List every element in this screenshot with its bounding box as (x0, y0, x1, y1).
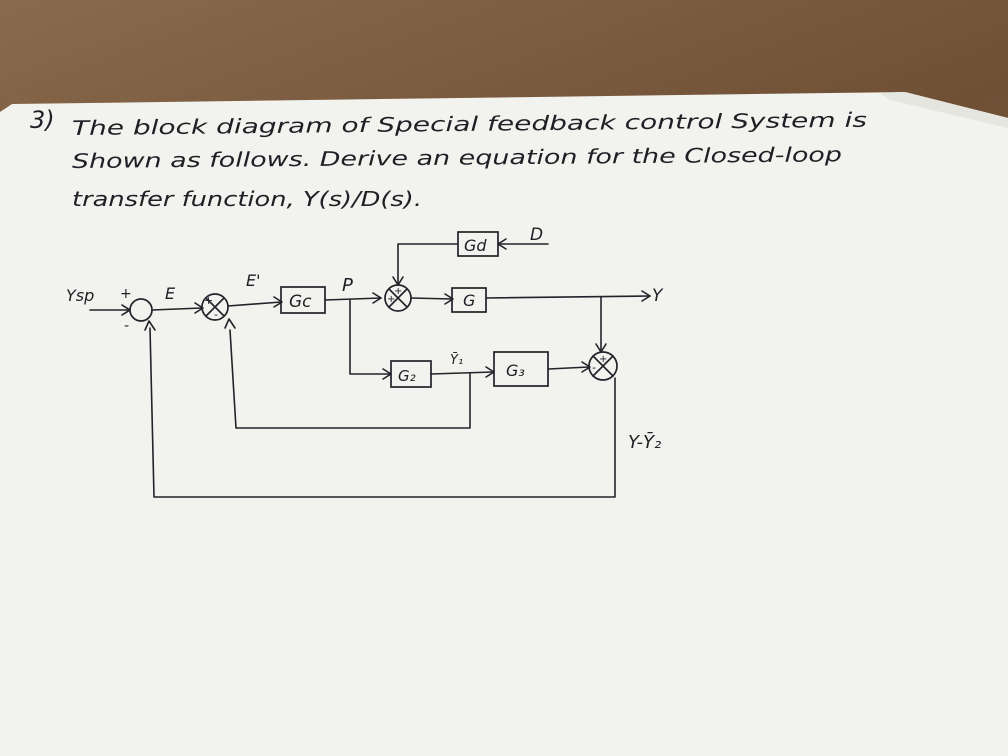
sum2-plus-sign: + (204, 294, 213, 307)
input-label-ysp: Ysp (66, 286, 94, 305)
gd-output-wire (397, 243, 459, 285)
block-diagram: Ysp + - E + - E' Gc P D Gd (66, 225, 664, 498)
y1-wire (430, 371, 494, 375)
block-g3-label: G₃ (506, 361, 525, 380)
sum1-minus-sign: - (124, 318, 129, 334)
sum2-minus-sign: - (214, 308, 218, 321)
outer-feedback-wire (149, 327, 616, 498)
sum4-left-sign: - (592, 361, 596, 374)
block-g2-label: G₂ (398, 367, 416, 385)
error2-wire (227, 301, 282, 307)
difference-label: Y-Ȳ₂ (628, 431, 661, 453)
disturbance-block-label: Gd (464, 236, 487, 255)
error2-label: E' (246, 271, 261, 290)
summing-junction-4 (588, 351, 618, 381)
sum3-top-sign: + (394, 286, 402, 297)
g3-output-wire (547, 366, 590, 370)
inner-feedback-wire (229, 329, 471, 429)
output-wire (485, 295, 651, 299)
sum1-plus-sign: + (120, 286, 132, 302)
p-signal-label: P (342, 275, 353, 296)
process-block-label: G (463, 291, 475, 310)
p-wire (324, 297, 382, 301)
y1-label: Ȳ₁ (450, 353, 463, 368)
question-line-3: transfer function, Y(s)/D(s). (72, 187, 422, 211)
process-block-g (451, 287, 487, 313)
error-label-e: E (165, 284, 176, 303)
p-branch-wire (349, 299, 391, 375)
disturbance-label-d: D (530, 225, 543, 245)
sum4-top-sign: + (599, 354, 607, 365)
sum3-left-sign: + (387, 294, 395, 305)
g-input-wire (410, 297, 453, 300)
controller-block-label: Gc (289, 292, 312, 312)
paper-surface (0, 92, 1008, 756)
error-wire (151, 307, 203, 311)
question-number: 3) (30, 106, 55, 134)
summing-junction-2 (201, 293, 229, 321)
output-label-y: Y (652, 286, 664, 306)
